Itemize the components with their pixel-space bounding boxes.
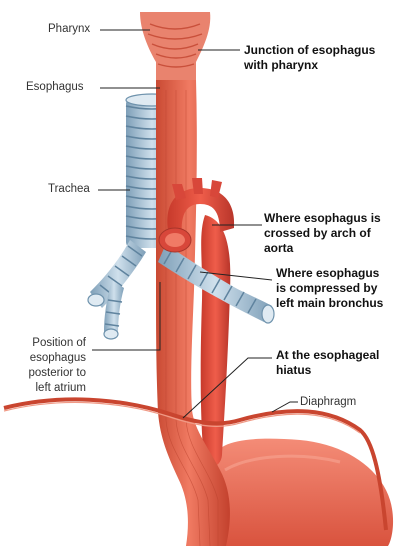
label-junction: Junction of esophagus with pharynx xyxy=(244,43,375,73)
label-trachea: Trachea xyxy=(48,182,90,197)
label-esophagus: Esophagus xyxy=(26,80,84,95)
pharynx xyxy=(140,12,210,82)
label-hiatus: At the esophageal hiatus xyxy=(276,348,379,378)
descending-aorta xyxy=(201,215,231,466)
leader-hiatus xyxy=(183,358,272,418)
right-main-bronchus xyxy=(88,240,146,339)
label-pharynx: Pharynx xyxy=(48,22,90,37)
label-bronchus: Where esophagus is compressed by left ma… xyxy=(276,266,383,311)
label-diaphragm: Diaphragm xyxy=(300,395,356,410)
label-aortic-arch: Where esophagus is crossed by arch of ao… xyxy=(264,211,381,256)
label-position: Position of esophagus posterior to left … xyxy=(4,336,86,396)
stomach xyxy=(207,439,393,546)
